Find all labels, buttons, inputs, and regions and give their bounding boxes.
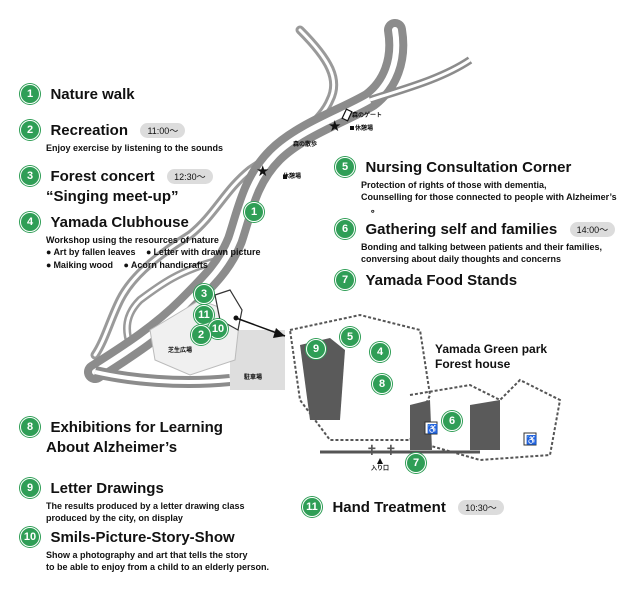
map-marker-8[interactable]: 8 xyxy=(372,374,392,394)
time-badge: 10:30～ xyxy=(458,499,504,515)
legend-subtitle: About Alzheimer’s xyxy=(46,439,178,456)
map-marker-1[interactable]: 1 xyxy=(244,202,264,222)
legend-desc: Counselling for those connected to peopl… xyxy=(361,192,617,202)
legend-number: 5 xyxy=(335,157,355,177)
workshop-list: Art by fallen leaves Letter with drawn p… xyxy=(46,246,268,259)
lawn-label: 芝生広場 xyxy=(168,348,193,354)
legend-title: Hand Treatment xyxy=(332,498,446,516)
legend-number: 6 xyxy=(335,219,355,239)
map-marker-5[interactable]: 5 xyxy=(340,327,360,347)
legend-title: Nature walk xyxy=(50,85,135,103)
legend-item-8: 8 Exhibitions for Learning About Alzheim… xyxy=(20,417,223,456)
legend-number: 10 xyxy=(20,527,40,547)
legend-title: Forest concert xyxy=(50,167,155,185)
legend-item-3: 3 Forest concert 12:30～ “Singing meet-up… xyxy=(20,166,213,205)
legend-title: Exhibitions for Learning xyxy=(50,418,223,436)
legend-item-7: 7 Yamada Food Stands xyxy=(335,270,517,290)
workshop-item: Letter with drawn picture xyxy=(146,247,260,257)
time-badge: 14:00～ xyxy=(569,221,616,237)
forest-house-title: Yamada Green park Forest house xyxy=(435,342,548,371)
legend-subtitle: “Singing meet-up” xyxy=(46,188,179,205)
legend-item-2: 2 Recreation 11:00～ Enjoy exercise by li… xyxy=(20,120,223,154)
legend-desc: Protection of rights of those with demen… xyxy=(361,180,547,190)
workshop-item: Art by fallen leaves xyxy=(46,247,135,257)
map-marker-11[interactable]: 11 xyxy=(194,305,214,325)
map-marker-9[interactable]: 9 xyxy=(306,339,326,359)
svg-text:★: ★ xyxy=(328,118,341,135)
map-marker-2[interactable]: 2 xyxy=(191,325,211,345)
legend-number: 4 xyxy=(20,212,40,232)
legend-item-6: 6 Gathering self and families 14:00～ Bon… xyxy=(335,219,616,265)
svg-text:★: ★ xyxy=(256,163,269,180)
svg-text:♿: ♿ xyxy=(427,423,438,434)
legend-number: 8 xyxy=(20,417,40,437)
parking-lot xyxy=(230,330,285,390)
rest-area-label: 休憩場 xyxy=(355,126,374,132)
map-marker-7[interactable]: 7 xyxy=(406,453,426,473)
legend-item-5: 5 Nursing Consultation Corner Protection… xyxy=(335,157,617,215)
legend-desc: Bonding and talking between patients and… xyxy=(361,242,603,252)
workshop-list: Maiking wood Acorn handicrafts xyxy=(46,259,268,272)
parking-label: 駐車場 xyxy=(244,375,263,381)
time-badge: 12:30～ xyxy=(167,168,213,184)
gate-label: 森のゲート xyxy=(352,113,383,119)
legend-desc: 。 xyxy=(371,204,381,214)
time-badge: 11:00～ xyxy=(140,122,186,138)
legend-desc: Workshop using the resources of nature xyxy=(46,235,219,245)
legend-number: 9 xyxy=(20,478,40,498)
workshop-item: Maiking wood xyxy=(46,260,113,270)
legend-item-1: 1 Nature walk xyxy=(20,84,135,104)
legend-desc: The results produced by a letter drawing… xyxy=(46,501,245,511)
legend-desc: conversing about daily thoughts and conc… xyxy=(361,254,562,264)
legend-number: 2 xyxy=(20,120,40,140)
legend-title: Yamada Clubhouse xyxy=(50,213,189,231)
legend-desc: Enjoy exercise by listening to the sound… xyxy=(46,143,224,153)
legend-title: Recreation xyxy=(50,121,128,139)
legend-item-10: 10 Smils-Picture-Story-Show Show a photo… xyxy=(20,527,269,573)
map-marker-4[interactable]: 4 xyxy=(370,342,390,362)
legend-item-9: 9 Letter Drawings The results produced b… xyxy=(20,478,245,524)
legend-title: Letter Drawings xyxy=(50,479,164,497)
svg-text:♿: ♿ xyxy=(526,434,537,445)
map-marker-6[interactable]: 6 xyxy=(442,411,462,431)
legend-desc: Show a photography and art that tells th… xyxy=(46,550,248,560)
legend-title: Gathering self and families xyxy=(365,220,558,238)
legend-number: 11 xyxy=(302,497,322,517)
forest-house-plan xyxy=(288,313,562,462)
map-marker-10[interactable]: 10 xyxy=(208,319,228,339)
legend-desc: to be able to enjoy from a child to an e… xyxy=(46,562,270,572)
map-marker-3[interactable]: 3 xyxy=(194,284,214,304)
svg-text:✝: ✝ xyxy=(385,442,397,458)
legend-item-11: 11 Hand Treatment 10:30～ xyxy=(302,497,504,517)
legend-number: 7 xyxy=(335,270,355,290)
legend-title: Smils-Picture-Story-Show xyxy=(50,528,235,546)
legend-number: 1 xyxy=(20,84,40,104)
forest-walk-label: 森の散歩 xyxy=(293,142,318,148)
legend-title: Yamada Food Stands xyxy=(365,271,518,289)
legend-desc: produced by the city, on display xyxy=(46,513,183,523)
legend-title: Nursing Consultation Corner xyxy=(365,158,572,176)
svg-text:✝: ✝ xyxy=(366,442,378,458)
rest-area-label-2: 休憩場 xyxy=(283,174,302,180)
entrance-label: 入り口 xyxy=(371,466,390,472)
legend-number: 3 xyxy=(20,166,40,186)
legend-item-4: 4 Yamada Clubhouse Workshop using the re… xyxy=(20,212,268,272)
workshop-item: Acorn handicrafts xyxy=(123,260,207,270)
